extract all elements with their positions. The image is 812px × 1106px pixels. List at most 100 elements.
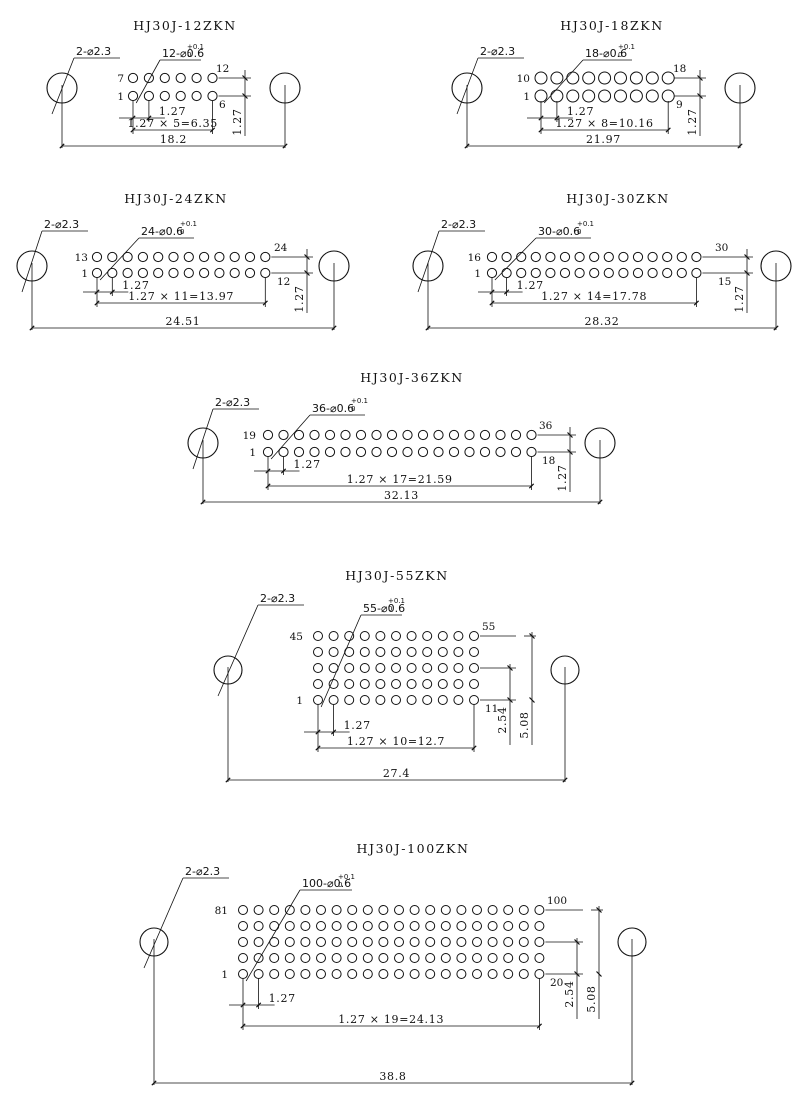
contact-pin <box>618 251 629 263</box>
contact-pin <box>159 90 170 102</box>
dimension-tick <box>282 143 288 149</box>
contact-pin <box>464 429 475 441</box>
contact-pin <box>437 695 448 705</box>
contact-pin <box>238 969 248 979</box>
contact-pin <box>647 251 658 263</box>
dimension-tick <box>94 289 100 295</box>
contact-pin <box>347 905 358 915</box>
contact-pin <box>244 267 256 279</box>
contact-pin <box>534 953 545 963</box>
pin-number-bottom-right: 6 <box>219 99 226 111</box>
contact-pin <box>359 663 370 673</box>
contact-pin <box>107 251 118 263</box>
contact-pin <box>394 953 404 963</box>
pin-pitch-label: 1.27 <box>159 105 186 118</box>
row-span-label: 1.27 × 19=24.13 <box>338 1013 444 1026</box>
pin-diameter-callout: 55-⌀0.6 <box>363 602 405 615</box>
contact-pin <box>391 679 401 689</box>
dimension-tick <box>225 777 231 783</box>
contact-pin <box>284 953 295 963</box>
dimension-tick <box>597 499 603 505</box>
contact-pin <box>487 969 498 979</box>
pin-callout-leader <box>320 614 362 708</box>
contact-pin <box>574 267 585 279</box>
contact-pin <box>183 251 194 263</box>
contact-pin <box>262 446 274 458</box>
contact-pin <box>425 921 436 931</box>
contact-pin <box>378 953 389 963</box>
contact-pin <box>486 251 498 263</box>
contact-pin <box>324 446 336 458</box>
contact-pin <box>422 695 433 705</box>
contact-pin <box>344 631 355 641</box>
contact-pin <box>510 446 522 458</box>
contact-pin <box>328 695 339 705</box>
row-span-vertical-label: 5.08 <box>585 985 598 1012</box>
dimension-tick <box>331 325 337 331</box>
contact-pin <box>340 429 351 441</box>
contact-pin <box>526 446 537 458</box>
contact-pin <box>375 695 386 705</box>
contact-pin <box>632 267 644 279</box>
dimension-tick <box>265 468 271 474</box>
connector-title: HJ30J-18ZKN <box>560 18 664 33</box>
hole-callout-leader <box>51 57 75 115</box>
contact-pin <box>313 647 323 657</box>
overall-centre-distance-label: 38.8 <box>379 1070 406 1083</box>
contact-pin <box>487 937 498 947</box>
contact-pin <box>347 969 358 979</box>
contact-pin <box>394 969 404 979</box>
contact-pin <box>300 969 311 979</box>
pin-number-bottom-left: 1 <box>117 91 124 103</box>
tolerance-lower: 0 <box>577 228 581 236</box>
row-span-label: 1.27 × 8=10.16 <box>555 117 653 130</box>
overall-centre-distance-label: 18.2 <box>160 133 187 146</box>
tolerance-upper: +0.1 <box>618 43 635 51</box>
contact-pin <box>359 631 370 641</box>
row-pitch-label: 2.54 <box>496 706 509 733</box>
contact-pin <box>456 969 467 979</box>
contact-pin <box>518 953 529 963</box>
contact-pin <box>691 267 702 279</box>
contact-pin <box>425 937 436 947</box>
contact-pin <box>391 663 401 673</box>
contact-pin <box>362 921 373 931</box>
contact-pin <box>300 937 311 947</box>
contact-pin <box>284 937 295 947</box>
dimension-tick <box>528 483 535 489</box>
contact-pin <box>293 429 305 441</box>
contact-pin <box>647 267 658 279</box>
dimension-tick <box>304 254 310 260</box>
contact-pin <box>331 953 342 963</box>
contact-pin <box>331 921 342 931</box>
row-pitch-label: 1.27 <box>293 285 306 312</box>
dimension-tick <box>280 468 287 474</box>
contact-pin <box>309 429 320 441</box>
contact-pin <box>278 429 289 441</box>
contact-pin <box>589 267 600 279</box>
contact-pin <box>437 679 448 689</box>
dimension-tick <box>507 697 513 703</box>
contact-pin <box>371 429 382 441</box>
contact-pin <box>175 72 186 84</box>
contact-pin <box>378 937 389 947</box>
contact-pin <box>503 969 514 979</box>
pin-number-top-right: 55 <box>482 621 495 633</box>
contact-pin <box>191 90 202 102</box>
contact-pin <box>406 647 417 657</box>
contact-pin <box>175 90 186 102</box>
contact-pin <box>260 251 271 263</box>
connector-title: HJ30J-30ZKN <box>566 191 670 206</box>
contact-pin <box>518 921 529 931</box>
overall-centre-distance-label: 24.51 <box>166 315 201 328</box>
contact-pin <box>300 905 311 915</box>
dimension-tick <box>574 971 580 977</box>
contact-pin <box>253 969 264 979</box>
dimension-tick <box>330 729 337 735</box>
pin-pitch-label: 1.27 <box>517 279 544 292</box>
contact-pin <box>394 905 404 915</box>
contact-pin <box>534 921 545 931</box>
contact-pin <box>331 969 342 979</box>
contact-pin <box>122 251 133 263</box>
